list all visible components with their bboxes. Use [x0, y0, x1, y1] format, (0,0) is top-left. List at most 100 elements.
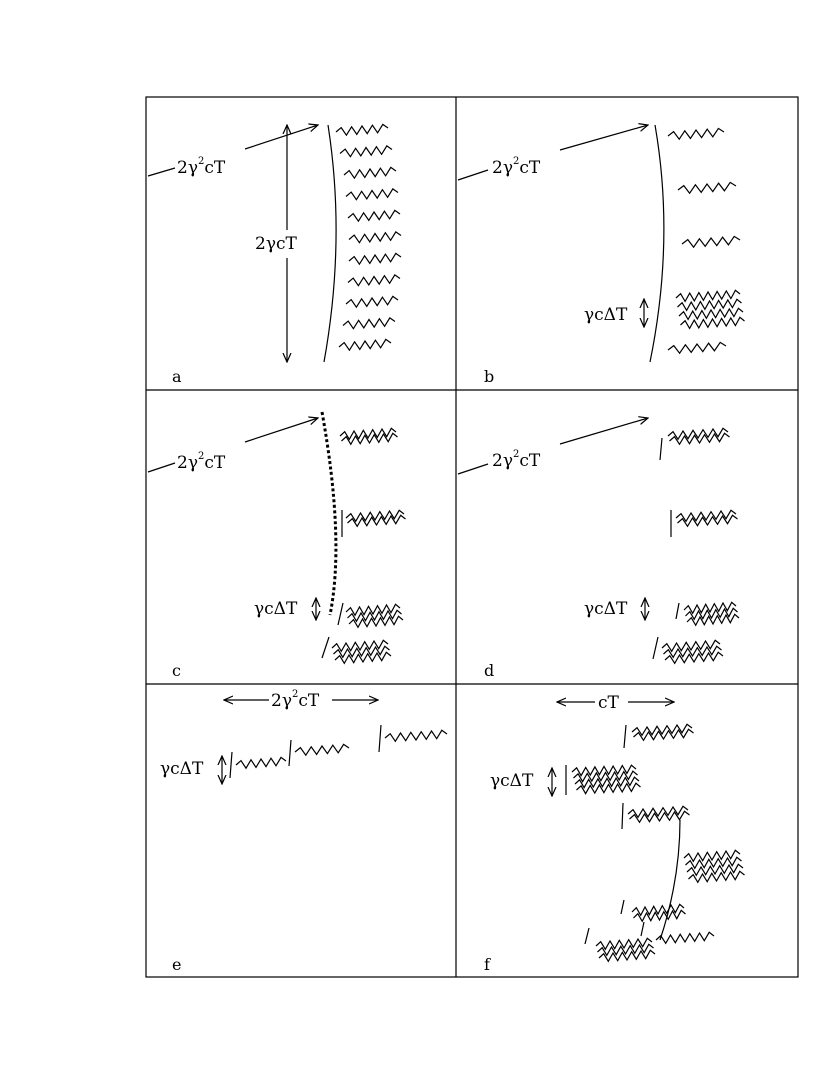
wave-packet	[345, 188, 399, 201]
wave-packet	[333, 645, 390, 659]
wave-packet	[669, 432, 730, 446]
wave-packet	[686, 613, 740, 627]
panel-d-delta-label: γcΔT	[584, 599, 628, 619]
panel-e-span-label: 2γ2cT	[271, 689, 320, 711]
wave-packet	[631, 903, 685, 917]
panel-e-delta-label: γcΔT	[160, 759, 204, 779]
wave-packet	[677, 298, 742, 312]
wave-packet	[573, 770, 638, 783]
wave-packet	[595, 937, 653, 951]
panel-f-letter: f	[484, 955, 491, 974]
wave-packet	[680, 316, 745, 330]
wave-packet	[661, 639, 721, 653]
panel-d-arrow-lead	[457, 463, 489, 475]
wave-packet	[384, 729, 448, 743]
panel-a-shell-arc	[323, 124, 337, 363]
panel-c-wave-group	[331, 427, 406, 665]
panel-c-arrow	[244, 418, 318, 443]
wave-packet	[331, 639, 389, 653]
panel-f-wave-group	[571, 723, 745, 963]
panel-c-segment	[337, 602, 344, 626]
panel-f-segment	[640, 921, 645, 937]
panel-f-span-label: cT	[598, 693, 620, 713]
panel-d-arrow	[559, 418, 648, 445]
wave-packet	[683, 849, 741, 863]
wave-packet	[345, 603, 401, 617]
wave-packet	[338, 338, 392, 352]
wave-packet	[348, 252, 402, 266]
panel-d: 2γ2cT γcΔT d	[457, 418, 740, 680]
wave-packet	[688, 870, 745, 884]
wave-packet	[678, 307, 744, 321]
panel-c: 2γ2cT γcΔT c	[147, 411, 406, 680]
wave-packet	[631, 723, 693, 737]
panel-b-arrow-lead	[457, 169, 489, 181]
wave-packet	[675, 289, 741, 303]
panel-c-arrow-label: 2γ2cT	[177, 451, 226, 473]
wave-packet	[341, 432, 398, 446]
wave-packet	[347, 514, 406, 528]
wave-packet	[685, 856, 742, 870]
panel-c-segment	[321, 636, 330, 659]
panel-e: 2γ2cT γcΔT e	[160, 689, 448, 974]
wave-packet	[235, 756, 287, 770]
wave-packet	[343, 166, 397, 180]
wave-packet	[685, 607, 738, 621]
wave-packet	[348, 615, 404, 629]
wave-packet	[347, 274, 401, 287]
wave-packet	[345, 295, 399, 309]
wave-packet	[677, 514, 738, 528]
panel-grid	[145, 96, 799, 978]
panel-a: 2γ2cT 2γcT a	[147, 123, 402, 386]
wave-packet	[334, 651, 392, 665]
wave-packet	[629, 810, 690, 824]
wave-packet	[347, 609, 402, 623]
wave-packet	[339, 145, 393, 158]
panel-c-delta-label: γcΔT	[254, 599, 298, 619]
wave-packet	[598, 949, 656, 963]
wave-packet	[655, 931, 715, 945]
panel-e-segment	[288, 739, 292, 767]
panel-f: cT γcΔT f	[484, 693, 745, 974]
panel-b-wave-group	[667, 127, 745, 355]
panel-b-arrow	[559, 125, 648, 151]
panel-b-delta-label: γcΔT	[584, 305, 628, 325]
panel-a-arrow-label: 2γ2cT	[177, 156, 226, 178]
wave-packet	[683, 601, 737, 615]
panel-c-letter: c	[172, 661, 181, 680]
wave-packet	[339, 427, 397, 441]
panel-d-wave-group	[661, 427, 740, 665]
wave-packet	[342, 317, 396, 330]
wave-packet	[571, 764, 637, 777]
wave-packet	[663, 645, 722, 659]
wave-packet	[597, 943, 654, 957]
wave-packet	[675, 509, 737, 523]
panel-d-arrow-label: 2γ2cT	[492, 449, 541, 471]
wave-packet	[627, 805, 689, 819]
wave-packet	[335, 123, 389, 137]
panel-a-arrow-lead	[147, 167, 176, 177]
panel-a-wave-group	[335, 123, 402, 352]
panel-f-segment	[623, 724, 627, 749]
panel-f-segment	[621, 802, 624, 830]
panel-c-dotted-shell	[320, 411, 338, 616]
wave-packet	[633, 909, 686, 923]
panel-b: 2γ2cT γcΔT b	[457, 124, 745, 386]
panel-b-letter: b	[484, 367, 494, 386]
panel-a-arrow	[244, 125, 318, 150]
wave-packet	[677, 181, 737, 195]
wave-packet	[664, 651, 724, 665]
panel-a-letter: a	[172, 367, 182, 386]
wave-packet	[667, 427, 729, 441]
panel-b-shell-arc	[649, 124, 665, 363]
panel-e-letter: e	[172, 955, 181, 974]
wave-packet	[667, 341, 727, 355]
panel-f-segment	[620, 899, 625, 915]
wave-packet	[348, 231, 402, 244]
panel-d-letter: d	[484, 661, 494, 680]
wave-packet	[667, 127, 725, 141]
wave-packet	[345, 509, 405, 523]
panel-d-segment	[652, 636, 659, 660]
panel-f-shell-arc	[659, 819, 681, 941]
